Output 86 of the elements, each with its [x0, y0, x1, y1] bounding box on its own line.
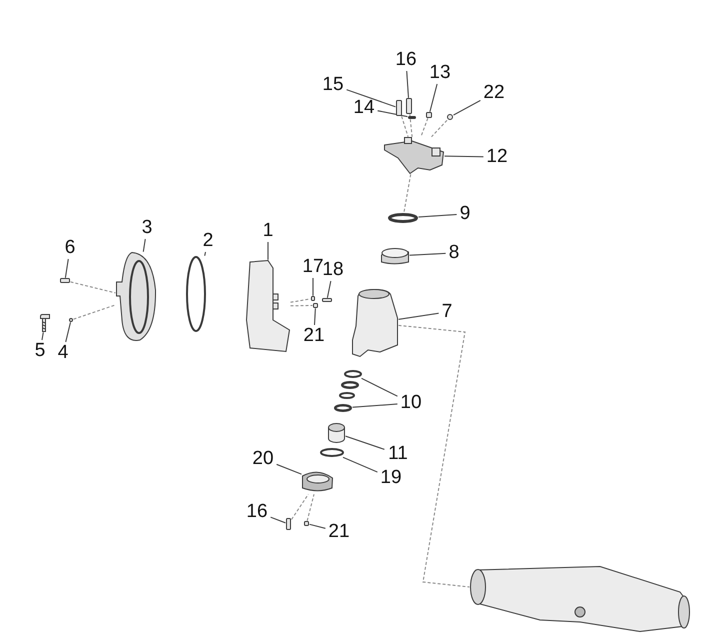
nut	[304, 521, 309, 526]
assembly-line	[401, 116, 409, 138]
callout-number: 21	[302, 326, 326, 346]
leader-line	[429, 84, 438, 112]
leader-line	[444, 156, 484, 158]
leader-line	[345, 436, 385, 450]
callout-number: 16	[394, 50, 418, 70]
assembly-line	[431, 120, 448, 138]
bolt	[396, 100, 402, 116]
leader-line	[377, 110, 408, 118]
callout-number: 21	[327, 522, 351, 542]
bolt	[406, 98, 412, 114]
leader-line	[398, 312, 440, 320]
leader-line	[361, 378, 398, 397]
leader-line	[418, 214, 458, 218]
assembly-line	[420, 118, 428, 138]
assembly-line	[291, 494, 309, 520]
assembly-line	[403, 174, 412, 214]
callout-number: 8	[448, 243, 460, 263]
leader-line	[204, 252, 206, 256]
callout-number: 14	[352, 98, 376, 118]
o-ring	[186, 256, 206, 332]
cup	[328, 423, 345, 443]
assembly-line	[290, 298, 311, 303]
assembly-line	[290, 305, 313, 306]
callout-number: 9	[458, 204, 472, 224]
leader-line	[312, 278, 314, 296]
cover	[116, 252, 156, 341]
assembly-line	[306, 494, 314, 522]
nut	[447, 114, 453, 120]
leader-line	[64, 258, 69, 278]
o-ring	[344, 370, 362, 378]
leader-line	[406, 70, 409, 98]
callout-number: 16	[245, 502, 269, 522]
leader-line	[309, 524, 326, 529]
assembly-line	[398, 324, 470, 588]
leader-line	[352, 404, 398, 408]
screw	[60, 278, 70, 283]
leader-line	[342, 456, 378, 473]
assembly-line	[70, 281, 116, 294]
leader-line	[276, 464, 302, 475]
leader-line	[346, 89, 396, 108]
bolt	[286, 518, 291, 530]
cover-plate	[384, 137, 444, 174]
pin	[408, 116, 416, 119]
flange	[302, 472, 333, 492]
leader-line	[453, 100, 481, 116]
leader-line	[65, 322, 71, 342]
leader-line	[326, 280, 332, 298]
callout-number: 22	[482, 83, 506, 103]
o-ring	[334, 404, 352, 412]
leader-line	[409, 252, 446, 256]
pin	[69, 318, 73, 322]
callout-number: 10	[399, 393, 423, 413]
o-ring	[320, 448, 344, 457]
pin	[311, 296, 315, 301]
callout-number: 15	[321, 75, 345, 95]
screw	[40, 314, 50, 332]
nut	[313, 303, 318, 308]
axle-housing	[470, 566, 690, 632]
o-ring	[388, 213, 418, 223]
elbow-fitting	[352, 289, 398, 357]
leader-line	[142, 238, 146, 252]
callout-number: 1	[262, 221, 274, 241]
callout-number: 11	[386, 444, 410, 464]
o-ring	[339, 392, 355, 399]
callout-number: 5	[34, 341, 46, 361]
callout-number: 12	[485, 147, 509, 167]
callout-number: 7	[440, 302, 454, 322]
sleeve	[426, 112, 432, 118]
callout-number: 4	[56, 343, 70, 363]
callout-number: 3	[140, 218, 154, 238]
bushing	[381, 248, 409, 264]
screw	[322, 298, 332, 302]
leader-line	[42, 332, 44, 340]
callout-number: 2	[202, 231, 214, 251]
housing	[246, 260, 290, 352]
o-ring	[341, 381, 359, 389]
assembly-line	[73, 304, 116, 320]
leader-line	[314, 308, 316, 326]
callout-number: 13	[428, 63, 452, 83]
assembly-line	[409, 114, 413, 138]
callout-number: 6	[64, 238, 76, 258]
callout-number: 19	[379, 468, 403, 488]
callout-number: 20	[251, 449, 275, 469]
leader-line	[270, 516, 286, 524]
